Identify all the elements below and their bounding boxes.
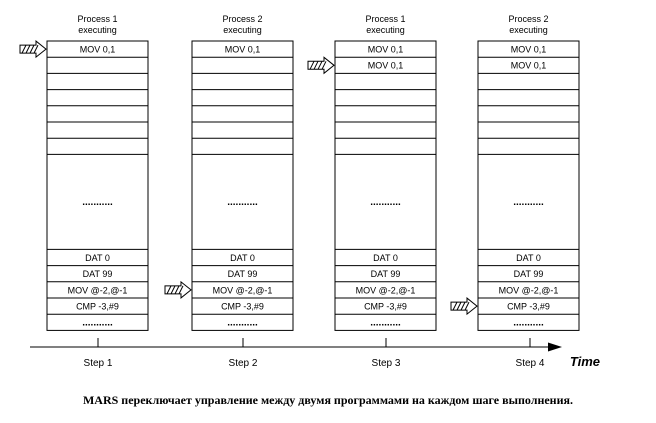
step-label: Step 1 bbox=[84, 358, 113, 369]
memory-cell-instruction: CMP -3,#9 bbox=[221, 302, 264, 312]
column-header-executing: executing bbox=[366, 25, 405, 35]
figure-caption: MARS переключает управление между двумя … bbox=[82, 393, 574, 407]
column-header-process: Process 2 bbox=[222, 14, 262, 24]
memory-cell-instruction: CMP -3,#9 bbox=[507, 302, 550, 312]
column-header-executing: executing bbox=[78, 25, 117, 35]
execution-pointer-arrow bbox=[19, 40, 47, 59]
time-axis-arrowhead bbox=[548, 342, 562, 352]
memory-cell-instruction: MOV 0,1 bbox=[368, 61, 404, 71]
memory-cell-instruction: DAT 0 bbox=[85, 253, 110, 263]
memory-cell-instruction: MOV @-2,@-1 bbox=[213, 285, 273, 295]
memory-cell-instruction: DAT 0 bbox=[373, 253, 398, 263]
column-header-process: Process 1 bbox=[77, 14, 117, 24]
step-label: Step 3 bbox=[372, 358, 401, 369]
column-header-process: Process 1 bbox=[365, 14, 405, 24]
memory-gap-ellipsis: ........... bbox=[82, 197, 113, 208]
execution-pointer-arrow bbox=[164, 280, 192, 299]
memory-gap-ellipsis: ........... bbox=[370, 318, 401, 329]
memory-cell-instruction: MOV @-2,@-1 bbox=[68, 285, 128, 295]
step-label: Step 2 bbox=[229, 358, 258, 369]
memory-cell-instruction: DAT 99 bbox=[228, 269, 258, 279]
memory-cell-instruction: MOV @-2,@-1 bbox=[356, 285, 416, 295]
memory-cell-instruction: MOV 0,1 bbox=[511, 61, 547, 71]
column-header-executing: executing bbox=[509, 25, 548, 35]
execution-pointer-arrow bbox=[450, 297, 478, 316]
memory-gap-ellipsis: ........... bbox=[513, 197, 544, 208]
memory-cell-instruction: CMP -3,#9 bbox=[76, 302, 119, 312]
column-header-process: Process 2 bbox=[508, 14, 548, 24]
memory-gap-ellipsis: ........... bbox=[513, 318, 544, 329]
memory-gap-ellipsis: ........... bbox=[227, 318, 258, 329]
memory-cell-instruction: DAT 0 bbox=[230, 253, 255, 263]
memory-cell-instruction: DAT 0 bbox=[516, 253, 541, 263]
memory-cell-instruction: DAT 99 bbox=[83, 269, 113, 279]
memory-cell-instruction: CMP -3,#9 bbox=[364, 302, 407, 312]
step-label: Step 4 bbox=[516, 358, 545, 369]
memory-cell-instruction: MOV 0,1 bbox=[511, 45, 547, 55]
time-axis-label: Time bbox=[570, 354, 600, 369]
memory-cell-instruction: MOV 0,1 bbox=[225, 45, 261, 55]
memory-gap-ellipsis: ........... bbox=[82, 318, 113, 329]
memory-cell-instruction: MOV @-2,@-1 bbox=[499, 285, 559, 295]
column-header-executing: executing bbox=[223, 25, 262, 35]
memory-cell-instruction: DAT 99 bbox=[514, 269, 544, 279]
memory-cell-instruction: MOV 0,1 bbox=[368, 45, 404, 55]
memory-cell-instruction: MOV 0,1 bbox=[80, 45, 116, 55]
memory-cell-instruction: DAT 99 bbox=[371, 269, 401, 279]
execution-pointer-arrow bbox=[307, 56, 335, 75]
memory-gap-ellipsis: ........... bbox=[227, 197, 258, 208]
memory-gap-ellipsis: ........... bbox=[370, 197, 401, 208]
